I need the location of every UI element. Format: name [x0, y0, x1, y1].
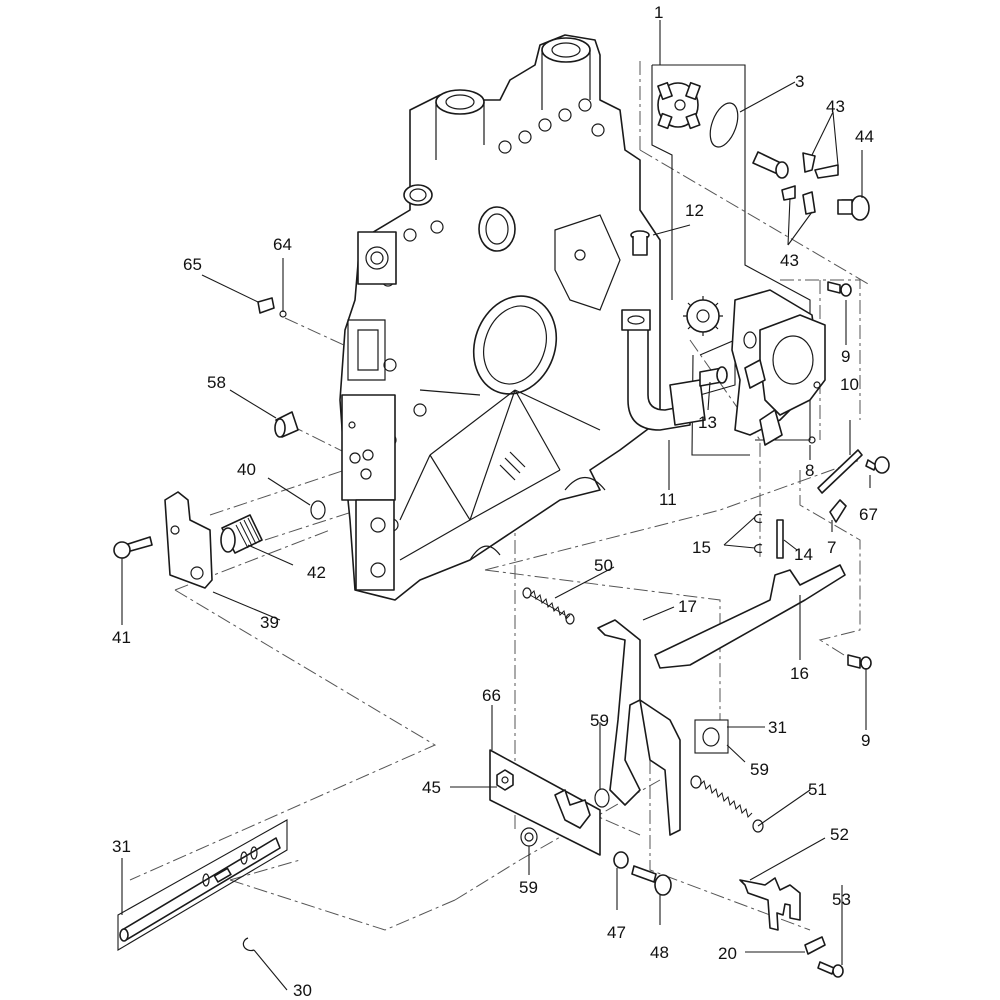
bushing-12 — [630, 230, 650, 256]
strip-10 — [817, 449, 863, 494]
e-clip-30 — [242, 937, 255, 952]
washer-59-lower — [520, 827, 538, 847]
callout-31-right: 31 — [768, 718, 787, 737]
callout-44: 44 — [855, 127, 874, 146]
washer-59-boxed — [702, 727, 720, 747]
screw-9-top — [827, 281, 852, 297]
leader-lines — [121, 20, 871, 991]
washer-59-box — [694, 719, 729, 754]
callout-13: 13 — [698, 413, 717, 432]
plate-20 — [804, 936, 826, 955]
callout-59-lower: 59 — [519, 878, 538, 897]
callout-67: 67 — [859, 505, 878, 524]
callout-50: 50 — [594, 556, 613, 575]
callout-48: 48 — [650, 943, 669, 962]
ball-8 — [808, 436, 816, 444]
clip-7 — [829, 499, 847, 523]
callout-8: 8 — [805, 461, 814, 480]
bracket-plate — [639, 699, 681, 836]
callout-12: 12 — [685, 201, 704, 220]
screw-67 — [865, 456, 890, 474]
callout-1: 1 — [654, 3, 663, 22]
callout-58: 58 — [207, 373, 226, 392]
callout-16: 16 — [790, 664, 809, 683]
callout-51: 51 — [808, 780, 827, 799]
washer-47 — [613, 851, 629, 869]
plate-39-hole-bottom — [190, 566, 204, 580]
link-17 — [597, 619, 641, 806]
washer-59-lower-inner — [524, 832, 534, 842]
callout-14: 14 — [794, 545, 813, 564]
callout-43-bottom: 43 — [780, 251, 799, 270]
callout-64: 64 — [273, 235, 292, 254]
bracket-assembly-1 — [652, 64, 811, 441]
callout-15: 15 — [692, 538, 711, 557]
pipe-11 — [621, 309, 706, 431]
knob-42 — [220, 514, 263, 554]
screw-9-bottom — [847, 654, 872, 670]
lever-16 — [654, 564, 846, 669]
washer-59-upper — [594, 788, 610, 808]
callout-40: 40 — [237, 460, 256, 479]
callout-11: 11 — [659, 490, 677, 509]
e-clip-15-bottom — [753, 543, 763, 554]
rotor-part — [657, 81, 701, 130]
callout-66: 66 — [482, 686, 501, 705]
spring-51 — [690, 775, 764, 833]
set-screw-58 — [274, 411, 299, 438]
bracket-assembly-1-left — [651, 65, 673, 300]
callout-20: 20 — [718, 944, 737, 963]
callout-39: 39 — [260, 613, 279, 632]
callout-42: 42 — [307, 563, 326, 582]
callout-9-top: 9 — [841, 347, 850, 366]
callout-59-upper: 59 — [590, 711, 609, 730]
gear-part — [683, 296, 723, 336]
lever-part — [554, 789, 591, 829]
callout-7: 7 — [827, 538, 836, 557]
callout-47: 47 — [607, 923, 626, 942]
shaft-13 — [699, 366, 728, 387]
callout-30: 30 — [293, 981, 312, 1000]
e-clip-15-top — [753, 513, 763, 524]
callout-45: 45 — [422, 778, 441, 797]
spring-50 — [522, 587, 575, 625]
callout-10: 10 — [840, 375, 859, 394]
shaft-31 — [119, 837, 281, 942]
callout-labels: 1 3 43 44 12 64 65 43 9 10 58 13 8 67 11… — [112, 3, 878, 1000]
callout-52: 52 — [830, 825, 849, 844]
plate-52 — [739, 877, 801, 931]
pin-14 — [776, 519, 784, 559]
plate-39-hole-top — [170, 525, 180, 535]
shaft-31-box — [117, 819, 288, 951]
o-ring-40 — [310, 500, 326, 520]
sleeve-and-clips — [752, 151, 870, 221]
callout-43-top: 43 — [826, 97, 845, 116]
callout-3: 3 — [795, 72, 804, 91]
pump-cover-plates — [731, 289, 826, 446]
callout-9-bottom: 9 — [861, 731, 870, 750]
set-screw-65 — [257, 297, 275, 314]
screw-41 — [113, 536, 153, 559]
bolt-48 — [631, 865, 672, 896]
plate-39 — [164, 491, 213, 589]
o-ring-3 — [709, 102, 739, 148]
callout-53: 53 — [832, 890, 851, 909]
callout-65: 65 — [183, 255, 202, 274]
callout-17: 17 — [678, 597, 697, 616]
callout-59-right: 59 — [750, 760, 769, 779]
callout-41: 41 — [112, 628, 131, 647]
callout-31-left: 31 — [112, 837, 131, 856]
main-casting-body — [339, 34, 661, 601]
nut-45 — [496, 769, 514, 791]
screw-53 — [817, 961, 844, 978]
